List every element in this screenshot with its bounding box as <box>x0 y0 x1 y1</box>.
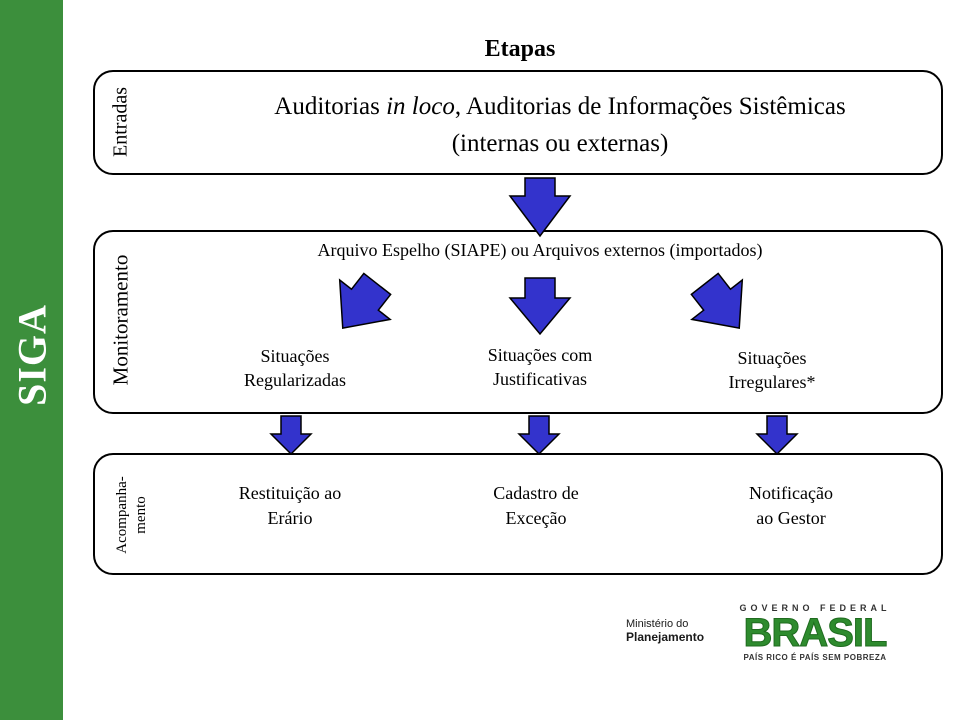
arrow-to-justificativas <box>508 277 572 336</box>
situation-regularizadas-line2: Regularizadas <box>244 370 346 390</box>
action-restituicao: Restituição ao Erário <box>190 481 390 531</box>
ministerio-logo: Ministério do Planejamento <box>626 618 704 644</box>
arrow-entradas-to-monitoramento <box>508 177 572 238</box>
diagram-title: Etapas <box>484 36 556 62</box>
situation-regularizadas-line1: Situações <box>260 346 330 366</box>
arrow-to-restituicao <box>269 415 313 456</box>
action-notificacao-line2: ao Gestor <box>756 508 826 528</box>
entradas-description: Auditorias in loco, Auditorias de Inform… <box>190 88 930 162</box>
ministerio-line2: Planejamento <box>626 630 705 644</box>
situation-irregulares-line1: Situações <box>737 348 807 368</box>
governo-brasil-logo: GOVERNO FEDERAL BRASIL PAÍS RICO É PAÍS … <box>736 603 894 662</box>
arrow-to-regularizadas <box>338 272 392 329</box>
entradas-line2: (internas ou externas) <box>451 130 669 157</box>
situation-justificativas: Situações com Justificativas <box>440 343 640 391</box>
stage-entradas-box <box>93 70 943 175</box>
action-cadastro: Cadastro de Exceção <box>436 481 636 531</box>
situation-justificativas-line2: Justificativas <box>493 369 587 389</box>
brasil-main-text: BRASIL <box>743 611 888 655</box>
action-cadastro-line2: Exceção <box>505 508 567 528</box>
stage-monitoramento-box <box>93 230 943 414</box>
entradas-part2: , Auditorias de Informações Sistêmicas <box>454 93 846 120</box>
ministerio-line1: Ministério do <box>626 618 689 630</box>
situation-irregulares: Situações Irregulares* <box>672 346 872 394</box>
brasil-top-text: GOVERNO FEDERAL <box>739 603 891 613</box>
action-notificacao-line1: Notificação <box>749 483 833 503</box>
arrow-to-cadastro <box>517 415 561 456</box>
entradas-part1: Auditorias <box>274 93 387 120</box>
arrow-to-notificacao <box>755 415 799 456</box>
action-restituicao-line2: Erário <box>267 508 313 528</box>
monitoramento-header: Arquivo Espelho (SIAPE) ou Arquivos exte… <box>317 240 763 260</box>
situation-regularizadas: Situações Regularizadas <box>195 344 395 392</box>
entradas-line1: Auditorias in loco, Auditorias de Inform… <box>190 88 930 125</box>
brasil-bottom-text: PAÍS RICO É PAÍS SEM POBREZA <box>743 653 887 662</box>
arrow-to-irregulares <box>690 272 744 329</box>
situation-irregulares-line2: Irregulares* <box>728 372 816 392</box>
entradas-italic: in loco <box>386 93 455 120</box>
stage-acompanhamento-box <box>93 453 943 575</box>
action-notificacao: Notificação ao Gestor <box>691 481 891 531</box>
action-cadastro-line1: Cadastro de <box>493 483 579 503</box>
sidebar-band: SIGA <box>0 0 63 720</box>
situation-justificativas-line1: Situações com <box>487 345 593 365</box>
action-restituicao-line1: Restituição ao <box>238 483 342 503</box>
